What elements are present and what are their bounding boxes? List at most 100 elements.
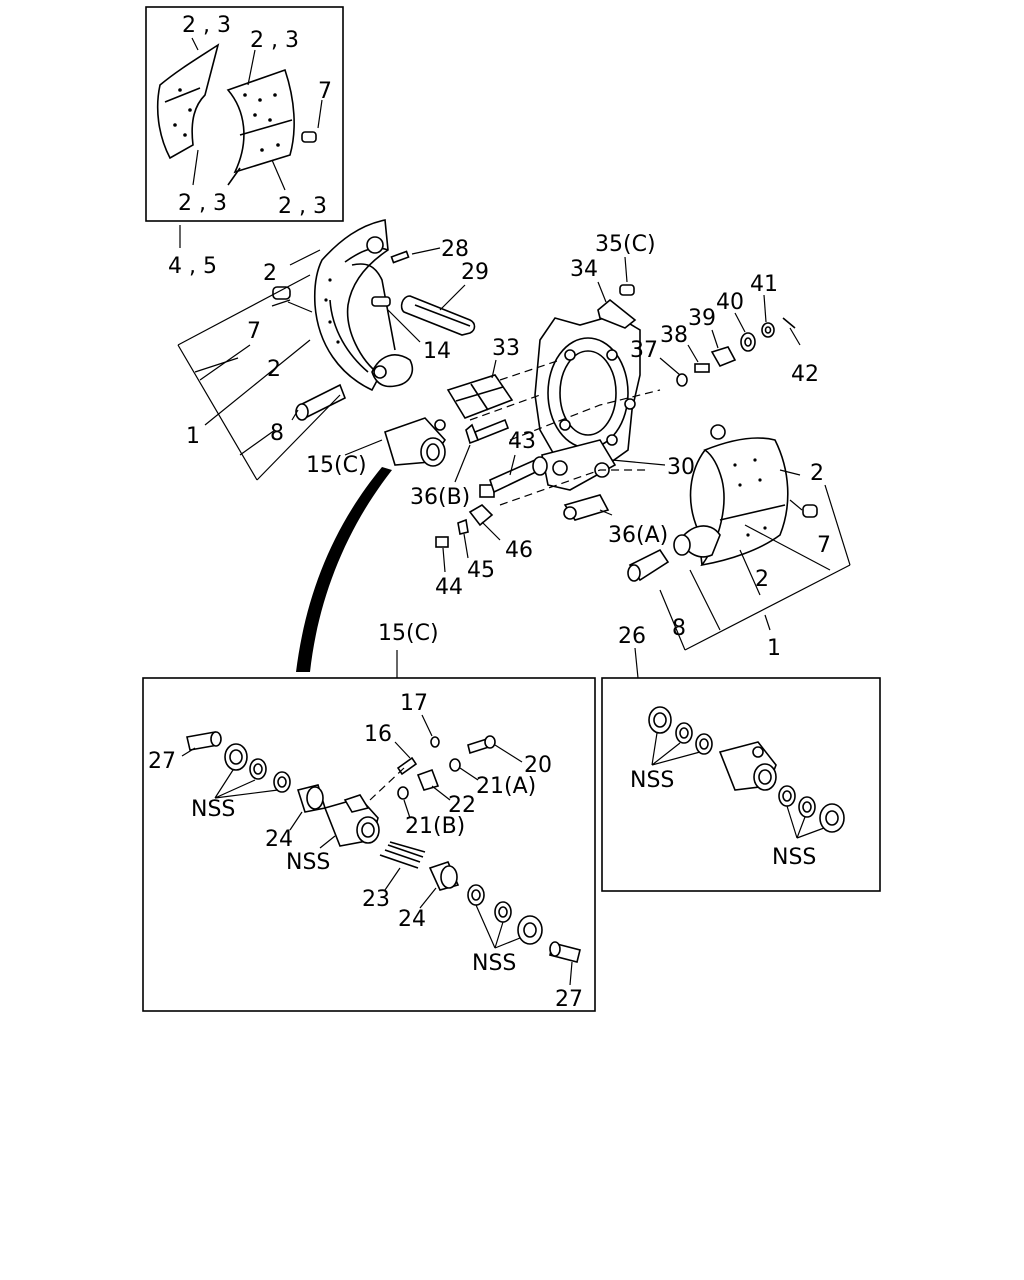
boot-bottom (517, 915, 543, 945)
label-21b: 21(B) (405, 814, 465, 839)
assembly-line-1 (499, 359, 561, 381)
label-2-top: 2 (263, 261, 277, 286)
assembly-line-3 (509, 389, 661, 441)
pin-14 (371, 296, 421, 343)
bushing-8-left (291, 383, 347, 421)
label-28: 28 (441, 237, 469, 262)
label-45: 45 (467, 558, 495, 583)
nut-40 (740, 332, 756, 352)
label-20: 20 (524, 753, 552, 778)
wheel-cylinder-main (344, 417, 447, 467)
label-27-bottom: 27 (555, 987, 583, 1012)
bleeder-16 (369, 741, 418, 801)
seal-26-bottom-2 (798, 796, 816, 818)
label-8-right: 8 (672, 616, 686, 641)
label-39: 39 (688, 306, 716, 331)
label-1-right: 1 (767, 636, 781, 661)
rivet-7-left (271, 286, 313, 313)
boot-26-bottom (819, 803, 845, 833)
rivet-7-right (789, 499, 818, 518)
label-41: 41 (750, 272, 778, 297)
label-15c-main: 15(C) (306, 453, 367, 478)
seal-top-2 (273, 771, 291, 793)
label-2-3-b: 2 , 3 (250, 28, 299, 53)
brake-lining-right (226, 68, 295, 186)
fitting-22 (416, 768, 451, 801)
label-37: 37 (630, 338, 658, 363)
label-26: 26 (618, 624, 646, 649)
label-43: 43 (508, 429, 536, 454)
washer-21b (397, 786, 411, 819)
pin-28 (390, 247, 441, 264)
label-4-5: 4 , 5 (168, 254, 217, 279)
label-nss-26-a: NSS (630, 768, 674, 793)
clip-34 (597, 281, 637, 329)
shim-33 (446, 359, 514, 419)
cylinder-26 (718, 741, 777, 791)
label-7-right: 7 (817, 533, 831, 558)
anchor-pin-29 (400, 284, 476, 336)
cam-bolt-36b (454, 418, 510, 483)
label-22: 22 (448, 793, 476, 818)
seal-bottom-1 (467, 884, 485, 906)
label-7-inset: 7 (318, 79, 332, 104)
bolt-44 (435, 536, 449, 573)
label-36b: 36(B) (410, 485, 470, 510)
label-nss-1: NSS (191, 797, 235, 822)
detail-26-frame (601, 677, 881, 892)
label-38: 38 (660, 323, 688, 348)
seal-26-top-1 (675, 722, 693, 744)
label-14: 14 (423, 339, 451, 364)
label-33: 33 (492, 336, 520, 361)
label-36a: 36(A) (608, 523, 668, 548)
label-24-b: 24 (398, 907, 426, 932)
seal-top-1 (249, 758, 267, 780)
label-2-left: 2 (267, 357, 281, 382)
lining-inset-frame (145, 6, 344, 222)
washer-21a (449, 758, 479, 781)
label-15c-detail: 15(C) (378, 621, 439, 646)
label-30: 30 (667, 455, 695, 480)
brake-lining-left (156, 43, 220, 160)
seal-bottom-2 (494, 901, 512, 923)
label-24-a: 24 (265, 827, 293, 852)
label-nss-26-b: NSS (772, 845, 816, 870)
label-2-right-low: 2 (755, 567, 769, 592)
washer-41 (761, 322, 775, 338)
bolt-35c (619, 256, 635, 296)
washer-37 (676, 373, 688, 387)
label-40: 40 (716, 290, 744, 315)
brake-shoe-right (673, 424, 789, 567)
detail-15c-frame (142, 677, 596, 1012)
label-7-left: 7 (247, 319, 261, 344)
boot-top (224, 743, 248, 771)
label-21a: 21(A) (476, 774, 536, 799)
callout-labels: 2 , 3 2 , 3 7 2 , 3 2 , 3 4 , 5 2 28 29 … (148, 13, 831, 1012)
bleeder-17 (421, 714, 440, 748)
pin-42 (782, 317, 796, 329)
cam-bolt-36a (563, 494, 613, 521)
rivet-inset (301, 99, 323, 143)
cylinder-body-detail (319, 794, 380, 849)
pin-27-top (181, 731, 222, 757)
piston-24-top (296, 784, 327, 813)
label-2-3-c: 2 , 3 (178, 191, 227, 216)
pin-27-bottom (549, 941, 581, 986)
piston-24-bottom (419, 861, 460, 909)
label-2-3-a: 2 , 3 (182, 13, 231, 38)
spring-23 (379, 841, 426, 891)
label-34: 34 (570, 257, 598, 282)
label-2-3-d: 2 , 3 (278, 194, 327, 219)
assembly-line-4 (499, 469, 650, 506)
brake-shoe-left (313, 219, 414, 392)
label-35c: 35(C) (595, 232, 656, 257)
bushing-8-right (627, 548, 670, 582)
label-27-top: 27 (148, 749, 176, 774)
label-29: 29 (461, 260, 489, 285)
detail-arrow (296, 467, 392, 672)
label-23: 23 (362, 887, 390, 912)
plate-46 (468, 503, 501, 541)
boot-26-top (648, 706, 672, 734)
label-16: 16 (364, 722, 392, 747)
